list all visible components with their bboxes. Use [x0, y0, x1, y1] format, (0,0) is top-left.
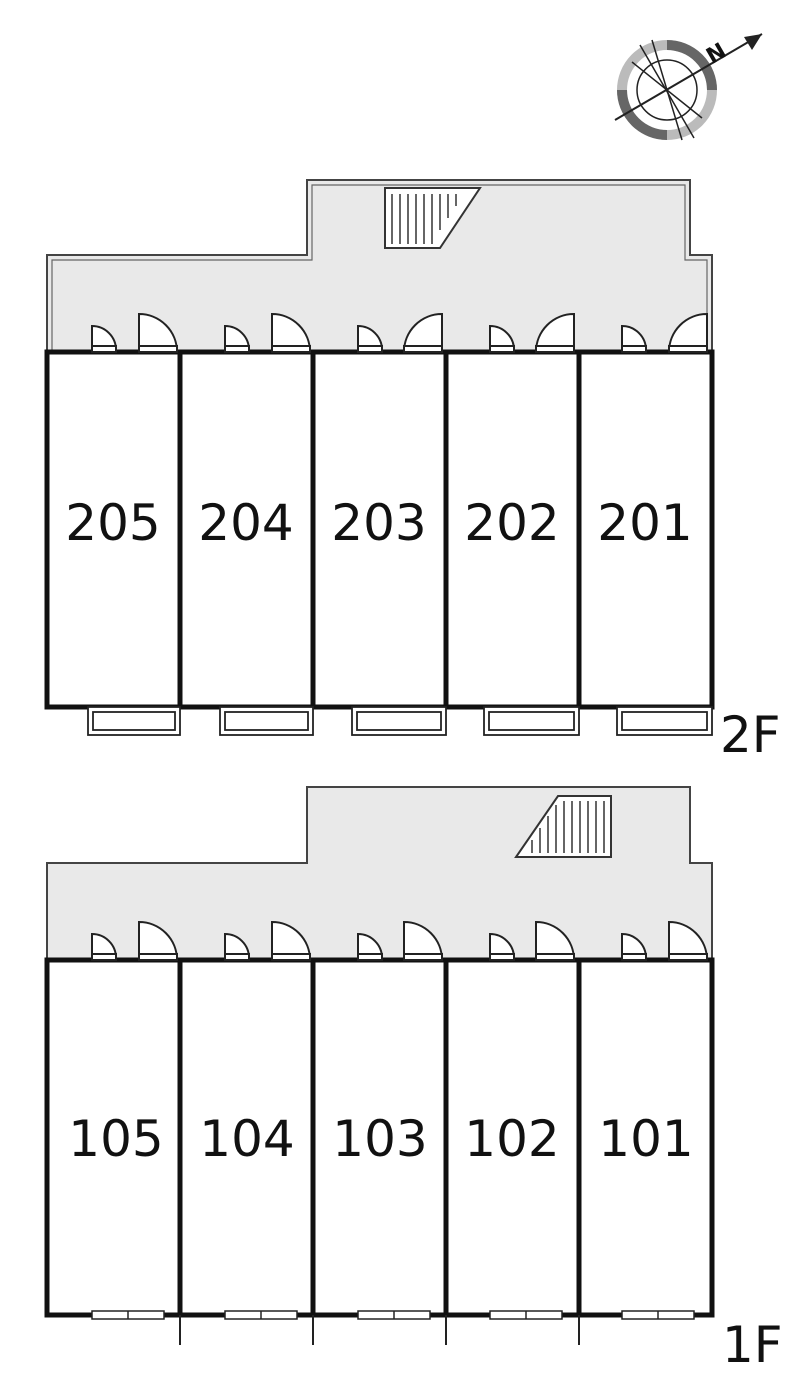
unit-number: 105 — [68, 1110, 163, 1168]
unit-205: 205 — [44, 349, 183, 710]
windows-1f — [91, 1310, 695, 1320]
unit-203: 203 — [310, 349, 449, 710]
unit-number: 205 — [65, 494, 160, 552]
floor-1f: 105 104 103 102 101 — [44, 786, 783, 1374]
partition-extensions-1f — [179, 1315, 580, 1345]
door-icons-1f — [91, 920, 708, 961]
floor-label-2f: 2F — [720, 706, 781, 764]
unit-number: 101 — [598, 1110, 693, 1168]
balconies-2f — [87, 706, 713, 736]
unit-number: 201 — [597, 494, 692, 552]
unit-204: 204 — [177, 349, 316, 710]
unit-101: 101 — [576, 957, 715, 1318]
door-icons-2f — [91, 312, 708, 353]
floor-2f: 205 204 203 202 201 — [44, 179, 781, 764]
unit-number: 204 — [198, 494, 293, 552]
unit-number: 104 — [199, 1110, 294, 1168]
unit-201: 201 — [576, 349, 715, 710]
unit-number: 202 — [464, 494, 559, 552]
staircase-icon — [384, 187, 482, 249]
unit-number: 203 — [331, 494, 426, 552]
unit-102: 102 — [443, 957, 582, 1318]
north-compass-icon: N — [614, 33, 763, 141]
unit-104: 104 — [177, 957, 316, 1318]
unit-number: 103 — [332, 1110, 427, 1168]
floor-label-1f: 1F — [722, 1316, 783, 1374]
unit-number: 102 — [464, 1110, 559, 1168]
unit-103: 103 — [310, 957, 449, 1318]
staircase-icon — [514, 795, 612, 858]
unit-105: 105 — [44, 957, 183, 1318]
unit-202: 202 — [443, 349, 582, 710]
